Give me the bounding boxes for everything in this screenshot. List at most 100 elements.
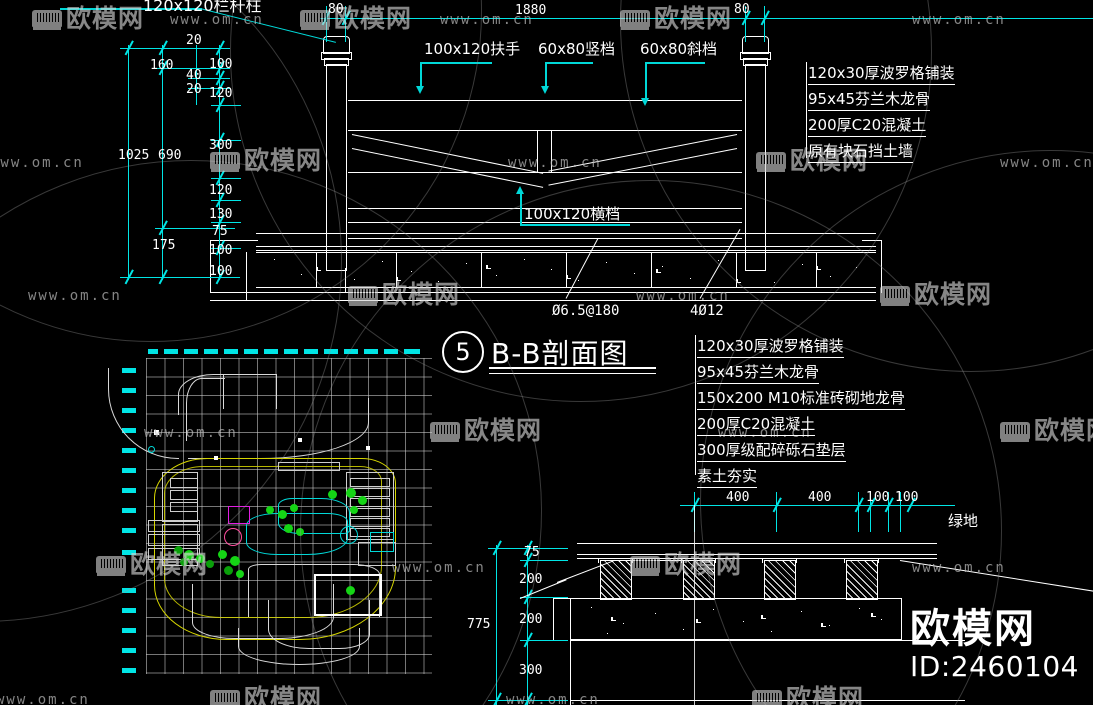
dim-175: 175 — [152, 238, 176, 253]
dim-bot-775: 775 — [467, 617, 491, 632]
slab-left-edge — [553, 598, 554, 640]
plan-marker-magenta — [228, 506, 250, 524]
section-number: 5 — [442, 331, 484, 373]
note-bot-3: 150x200 M10标准砖砌地龙骨 — [697, 387, 905, 410]
callout-cross-bar: 100x120横档 — [524, 205, 621, 223]
watermark-url: www.om.cn — [912, 12, 1006, 28]
dim-bot-100a: 100 — [866, 490, 890, 505]
dim-80-right: 80 — [734, 2, 750, 17]
plan-pool — [370, 532, 394, 552]
watermark-logo: 欧模网 — [880, 282, 992, 307]
note-bot-2: 95x45芬兰木龙骨 — [697, 361, 820, 384]
watermark-url: www.om.cn — [636, 288, 730, 304]
joist-cap-7 — [844, 558, 845, 563]
brand-id: ID:2460104 — [910, 650, 1079, 683]
note-top-3: 200厚C20混凝土 — [808, 114, 927, 137]
dim-100b: 100 — [209, 243, 233, 258]
concrete-slab-top — [256, 252, 876, 288]
note-top-1: 120x30厚波罗格铺装 — [808, 62, 955, 85]
watermark-brand-text: 欧模网 — [464, 416, 543, 445]
section-center-line — [694, 505, 695, 705]
base-line-2 — [570, 700, 965, 701]
dim-bot-300: 300 — [519, 663, 543, 678]
note-leader-h — [615, 560, 697, 561]
dim-1880: 1880 — [515, 3, 547, 18]
title-rule-1 — [489, 367, 656, 369]
watermark-url: www.om.cn — [0, 155, 84, 171]
sofa-icon — [752, 690, 782, 705]
section-title-block: 5 B-B剖面图 — [442, 331, 629, 373]
dim-160: 160 — [150, 58, 174, 73]
wall-line-a — [246, 252, 247, 300]
dim-bot-400a: 400 — [726, 490, 750, 505]
joist-cap-8 — [878, 558, 879, 563]
dim-75a: 75 — [212, 224, 228, 239]
slab-left-cap — [553, 598, 571, 599]
dim-300: 300 — [209, 138, 233, 153]
joist-cap-4 — [715, 558, 716, 563]
watermark-url: www.om.cn — [506, 692, 600, 705]
sofa-icon — [210, 690, 240, 705]
sofa-icon — [32, 10, 62, 30]
watermark-url: www.om.cn — [28, 288, 122, 304]
brand-block: 欧模网 ID:2460104 — [910, 608, 1079, 683]
site-plan — [108, 338, 440, 690]
dim-bot-200b: 200 — [519, 612, 543, 627]
watermark-brand-text: 欧模网 — [66, 4, 145, 33]
dim-1025: 1025 — [118, 148, 150, 163]
callout-vertical-bar: 60x80竖档 — [538, 40, 616, 58]
dim-100a: 100 — [209, 57, 233, 72]
plan-highlight-zone — [314, 574, 382, 616]
watermark-url: www.om.cn — [0, 692, 90, 705]
dim-120b: 120 — [209, 183, 233, 198]
dim-80-left: 80 — [328, 2, 344, 17]
dim-40: 40 — [186, 68, 202, 83]
brand-name: 欧模网 — [910, 606, 1037, 652]
note-bot-4: 200厚C20混凝土 — [697, 413, 816, 436]
base-line-v — [570, 640, 571, 705]
dim-120a: 120 — [209, 86, 233, 101]
watermark-logo: 欧模网 — [430, 418, 542, 443]
note-top-4: 原有块石挡土墙 — [808, 140, 914, 163]
watermark-logo: 欧模网 — [32, 6, 144, 31]
dim-bot-200a: 200 — [519, 572, 543, 587]
joist-cap-5 — [762, 558, 763, 563]
callout-handrail: 100x120扶手 — [424, 40, 521, 58]
slab-edge-right — [862, 240, 882, 241]
watermark-brand-text: 欧模网 — [244, 146, 323, 175]
label-green-land: 绿地 — [948, 512, 979, 530]
concrete-slab-bottom — [570, 598, 902, 640]
label-post-120x120: 120x120栏杆柱 — [143, 0, 262, 15]
dim-690: 690 — [158, 148, 182, 163]
slab-edge-left-v — [210, 240, 211, 293]
section-title: B-B剖面图 — [491, 337, 629, 370]
watermark-logo: 欧模网 — [752, 686, 864, 705]
joist-cap-1 — [598, 558, 599, 563]
base-line-1 — [570, 640, 965, 641]
note-top-2: 95x45芬兰木龙骨 — [808, 88, 931, 111]
dim-bot-75: 75 — [524, 545, 540, 560]
sofa-icon — [1000, 422, 1030, 442]
rebar-stirrup-text: Ø6.5@180 — [552, 303, 620, 319]
dim-bot-400b: 400 — [808, 490, 832, 505]
dim-100c: 100 — [209, 264, 233, 279]
dim-bot-100b: 100 — [895, 490, 919, 505]
slab-edge-left — [210, 240, 258, 241]
watermark-url: www.om.cn — [1000, 155, 1093, 171]
brick-pier-2 — [683, 560, 715, 600]
dim-20a: 20 — [186, 33, 202, 48]
plan-circle-node — [340, 526, 358, 544]
callout-diagonal-bar: 60x80斜档 — [640, 40, 718, 58]
watermark-brand-text: 欧模网 — [914, 280, 993, 309]
slab-edge-right-v — [881, 240, 882, 293]
dim-130: 130 — [209, 207, 233, 222]
note-bot-6: 素土夯实 — [697, 465, 758, 488]
brick-pier-3 — [764, 560, 796, 600]
title-rule-2 — [489, 373, 656, 374]
plan-marker-pink — [224, 528, 242, 546]
watermark-brand-text: 欧模网 — [786, 684, 865, 705]
dim-20b: 20 — [186, 82, 202, 97]
joist-cap-6 — [796, 558, 797, 563]
note-bot-5: 300厚级配碎砾石垫层 — [697, 439, 846, 462]
